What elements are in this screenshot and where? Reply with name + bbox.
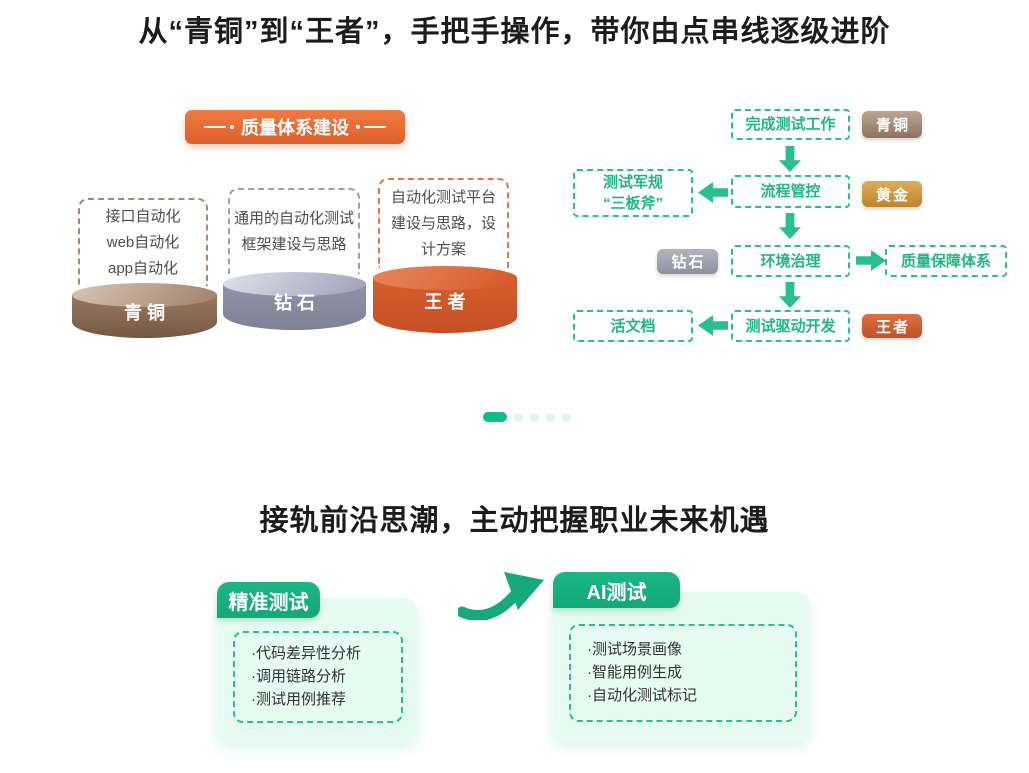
flow-node-label: 测试军规	[602, 174, 663, 191]
carousel-dots	[483, 412, 571, 422]
flow-node-tdd: 测试驱动开发	[731, 310, 850, 342]
flow-node-test-rules: 测试军规 “三板斧”	[573, 169, 693, 217]
flow-node-label: 活文档	[610, 317, 656, 335]
card-ai-testing-tab: AI测试	[553, 572, 680, 608]
arrow-left-icon	[698, 182, 728, 203]
tier-line: 框架建设与思路	[241, 236, 347, 253]
cylinder-king-label: 王者	[424, 291, 471, 312]
tier-line: web自动化	[106, 234, 180, 251]
badge-diamond: 钻石	[657, 249, 718, 274]
card-precise-testing-tab: 精准测试	[217, 582, 320, 618]
arrow-down-icon	[779, 282, 801, 308]
carousel-dot[interactable]	[530, 412, 539, 422]
cylinder-bronze: 青铜	[72, 283, 217, 338]
arrow-down-icon	[779, 213, 801, 239]
badge-king: 王者	[862, 314, 922, 338]
badge-label: 钻石	[671, 254, 706, 271]
list-item: ·代码差异性分析	[251, 645, 361, 662]
tier-line: 通用的自动化测试	[233, 210, 354, 227]
card-precise-testing	[217, 598, 417, 743]
carousel-dot[interactable]	[562, 412, 571, 422]
flow-node-label: “三板斧”	[602, 195, 663, 212]
badge-label: 黄金	[875, 186, 910, 204]
quality-system-ribbon: 质量体系建设	[185, 110, 405, 144]
list-item: ·自动化测试标记	[587, 687, 697, 704]
tier-line: 计方案	[420, 241, 466, 258]
ribbon-dash-right-icon	[356, 125, 386, 129]
cylinder-diamond-label: 钻石	[274, 293, 320, 314]
badge-gold: 黄金	[862, 181, 922, 207]
list-item: ·调用链路分析	[251, 668, 346, 685]
arrow-right-icon	[856, 250, 886, 271]
page-title: 从“青铜”到“王者”，手把手操作，带你由点串线逐级进阶	[138, 16, 891, 48]
cylinder-king: 王者	[373, 266, 517, 333]
flow-node-living-doc: 活文档	[573, 310, 693, 342]
carousel-dot-active[interactable]	[483, 412, 507, 422]
flow-node-label: 环境治理	[760, 252, 821, 270]
flow-node-environment: 环境治理	[731, 245, 850, 277]
tier-box-bronze: 接口自动化 web自动化 app自动化	[78, 198, 208, 286]
card-tab-label: 精准测试	[228, 591, 309, 614]
flow-node-complete-testing: 完成测试工作	[731, 109, 850, 140]
badge-label: 青铜	[875, 117, 910, 134]
flow-node-label: 测试驱动开发	[745, 317, 836, 335]
tier-box-diamond: 通用的自动化测试 框架建设与思路	[228, 188, 360, 274]
tier-line: 建设与思路，设	[390, 215, 496, 232]
tier-box-king: 自动化测试平台 建设与思路，设 计方案	[378, 178, 509, 268]
card-precise-testing-list: ·代码差异性分析 ·调用链路分析 ·测试用例推荐	[233, 631, 403, 723]
ribbon-dash-left-icon	[204, 125, 234, 129]
tier-line: app自动化	[107, 260, 179, 277]
arrow-left-icon	[698, 315, 728, 336]
list-item: ·智能用例生成	[587, 664, 682, 681]
carousel-dot[interactable]	[514, 412, 523, 422]
badge-bronze: 青铜	[862, 111, 922, 138]
card-ai-testing-list: ·测试场景画像 ·智能用例生成 ·自动化测试标记	[569, 624, 797, 722]
section2-title: 接轨前沿思潮，主动把握职业未来机遇	[259, 505, 770, 537]
card-tab-label: AI测试	[586, 581, 647, 604]
list-item: ·测试场景画像	[587, 641, 682, 658]
card-ai-testing	[553, 592, 810, 742]
cylinder-bronze-label: 青铜	[124, 302, 170, 323]
arrow-down-icon	[779, 146, 801, 172]
list-item: ·测试用例推荐	[251, 691, 346, 708]
flow-node-process-control: 流程管控	[731, 175, 850, 208]
tier-line: 自动化测试平台	[390, 189, 496, 206]
tier-line: 接口自动化	[105, 208, 181, 225]
flow-node-label: 流程管控	[760, 183, 821, 200]
carousel-dot[interactable]	[546, 412, 555, 422]
flow-node-label: 质量保障体系	[900, 252, 991, 270]
ribbon-label: 质量体系建设	[241, 118, 349, 138]
cylinder-diamond: 钻石	[223, 272, 366, 330]
badge-label: 王者	[875, 318, 910, 336]
flow-node-label: 完成测试工作	[745, 116, 836, 133]
flow-node-quality-assurance: 质量保障体系	[885, 245, 1007, 277]
swoosh-arrow-icon	[458, 572, 544, 620]
